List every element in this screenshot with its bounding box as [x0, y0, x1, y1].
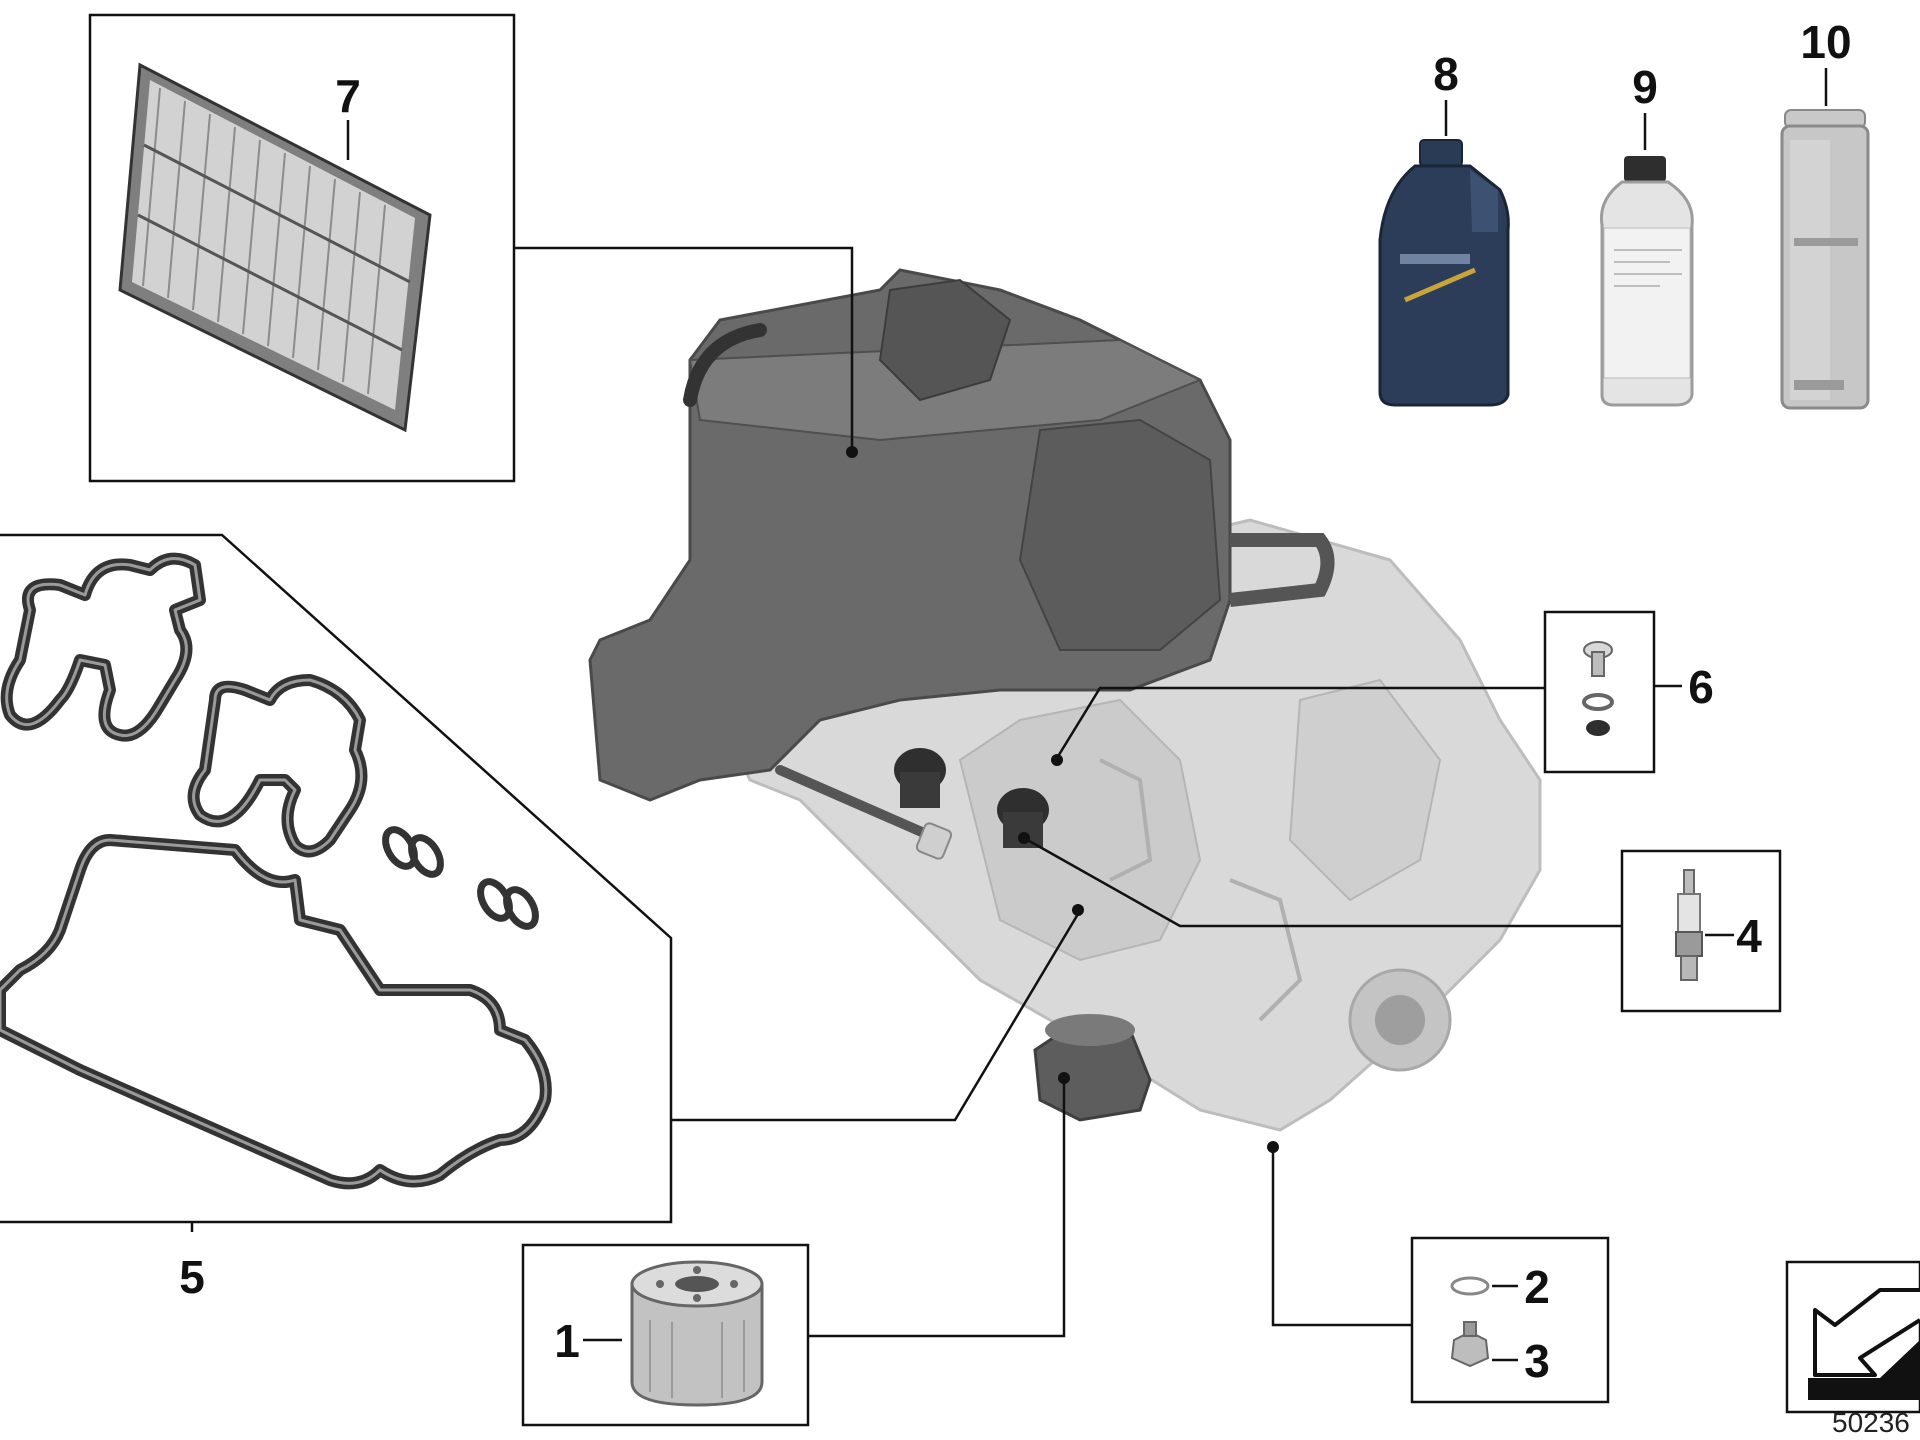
- spray-can-icon[interactable]: [1780, 109, 1870, 410]
- figure-number: 50236: [1832, 1407, 1910, 1438]
- bolt-washer-frame: [1543, 610, 1656, 774]
- leader-dot-6: [1051, 754, 1063, 766]
- leader-dot-4: [1018, 832, 1030, 844]
- oil-filter-icon[interactable]: [630, 1260, 764, 1407]
- callout-5[interactable]: 5: [179, 1251, 205, 1303]
- leader-line-4b: [1023, 836, 1622, 928]
- engine-icon[interactable]: [588, 268, 1542, 1132]
- leader-line-5: [671, 913, 1080, 1122]
- leader-dot-7: [846, 446, 858, 458]
- leader-line-2b: [1271, 1150, 1412, 1327]
- callout-1[interactable]: 1: [554, 1315, 580, 1367]
- callout-8[interactable]: 8: [1433, 48, 1459, 100]
- callout-10[interactable]: 10: [1800, 16, 1851, 68]
- leader-dot-5: [1072, 904, 1084, 916]
- callout-2[interactable]: 2: [1524, 1261, 1550, 1313]
- oil-bottle-icon[interactable]: [1378, 139, 1510, 407]
- leader-line-7b: [514, 246, 854, 452]
- gasket-set-icon[interactable]: [0, 552, 552, 1190]
- callout-4[interactable]: 4: [1736, 910, 1762, 962]
- callout-6[interactable]: 6: [1688, 661, 1714, 713]
- bolt-washer-icon[interactable]: [1582, 641, 1614, 736]
- leader-dot-2: [1267, 1141, 1279, 1153]
- gasket-set-frame: [0, 533, 673, 1224]
- corner-arrow-icon[interactable]: [1785, 1260, 1920, 1414]
- coolant-bottle-icon[interactable]: [1599, 156, 1694, 407]
- air-filter-icon[interactable]: [118, 62, 432, 433]
- callout-7[interactable]: 7: [335, 70, 361, 122]
- leader-dot-1: [1058, 1072, 1070, 1084]
- leader-line-6b: [1055, 686, 1545, 759]
- spark-plug-icon[interactable]: [1675, 869, 1703, 981]
- leader-line-1b: [808, 1082, 1066, 1338]
- callout-9[interactable]: 9: [1632, 61, 1658, 113]
- drain-plug-frame: [1410, 1236, 1610, 1404]
- drain-plug-icon[interactable]: [1450, 1276, 1490, 1368]
- callout-3[interactable]: 3: [1524, 1335, 1550, 1387]
